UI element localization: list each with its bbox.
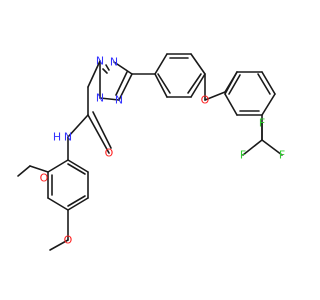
bond-line bbox=[204, 91, 226, 101]
bond-line bbox=[92, 111, 112, 149]
bond-line bbox=[105, 64, 110, 71]
bond-line bbox=[49, 239, 69, 251]
tetrazole-nitrogen-1: N bbox=[96, 55, 104, 68]
bond-line bbox=[154, 73, 168, 98]
bond-line bbox=[187, 73, 202, 94]
bond-line bbox=[99, 97, 120, 101]
bond-line bbox=[102, 68, 108, 74]
bond-line bbox=[242, 139, 263, 156]
bond-line bbox=[224, 93, 238, 116]
fluorine-2: F bbox=[259, 117, 265, 130]
bond-line bbox=[115, 71, 128, 96]
bond-line bbox=[67, 159, 89, 173]
carbonyl-oxygen: O bbox=[105, 147, 114, 160]
bond-line bbox=[261, 71, 276, 95]
atom-labels: N N N N O N H O O O F F F bbox=[40, 55, 286, 247]
bond-line bbox=[67, 195, 86, 207]
bond-line bbox=[67, 197, 89, 211]
ether-oxygen: O bbox=[201, 94, 210, 107]
bond-line bbox=[228, 74, 241, 95]
bond-line bbox=[29, 165, 49, 173]
bond-line bbox=[157, 73, 171, 94]
bond-line bbox=[190, 73, 206, 98]
bond-line bbox=[154, 53, 168, 75]
amide-nitrogen: N bbox=[64, 131, 72, 144]
amide-hydrogen: H bbox=[53, 131, 61, 144]
bond-line bbox=[17, 165, 31, 177]
fluorine-1: F bbox=[240, 149, 246, 162]
fluorine-3: F bbox=[279, 149, 285, 162]
methoxy-oxygen-2: O bbox=[64, 234, 73, 247]
bond-line bbox=[87, 60, 101, 88]
tetrazole-nitrogen-3: N bbox=[115, 94, 123, 107]
chemical-structure-diagram: N N N N O N H O O O F F F bbox=[17, 53, 286, 251]
bond-line bbox=[257, 73, 271, 95]
bond-line bbox=[118, 73, 133, 101]
tetrazole-nitrogen-4: N bbox=[96, 92, 104, 105]
bond-lines bbox=[17, 53, 283, 251]
methoxy-oxygen-1: O bbox=[40, 172, 49, 185]
bond-line bbox=[261, 93, 276, 116]
bond-line bbox=[190, 53, 206, 75]
bond-line bbox=[67, 163, 86, 175]
bond-line bbox=[113, 61, 133, 75]
bond-line bbox=[67, 114, 89, 138]
bond-line bbox=[47, 159, 69, 173]
bond-line bbox=[47, 197, 69, 211]
bond-line bbox=[261, 139, 283, 156]
bond-line bbox=[87, 114, 110, 154]
tetrazole-nitrogen-2: N bbox=[110, 56, 118, 69]
bond-line bbox=[224, 71, 238, 95]
